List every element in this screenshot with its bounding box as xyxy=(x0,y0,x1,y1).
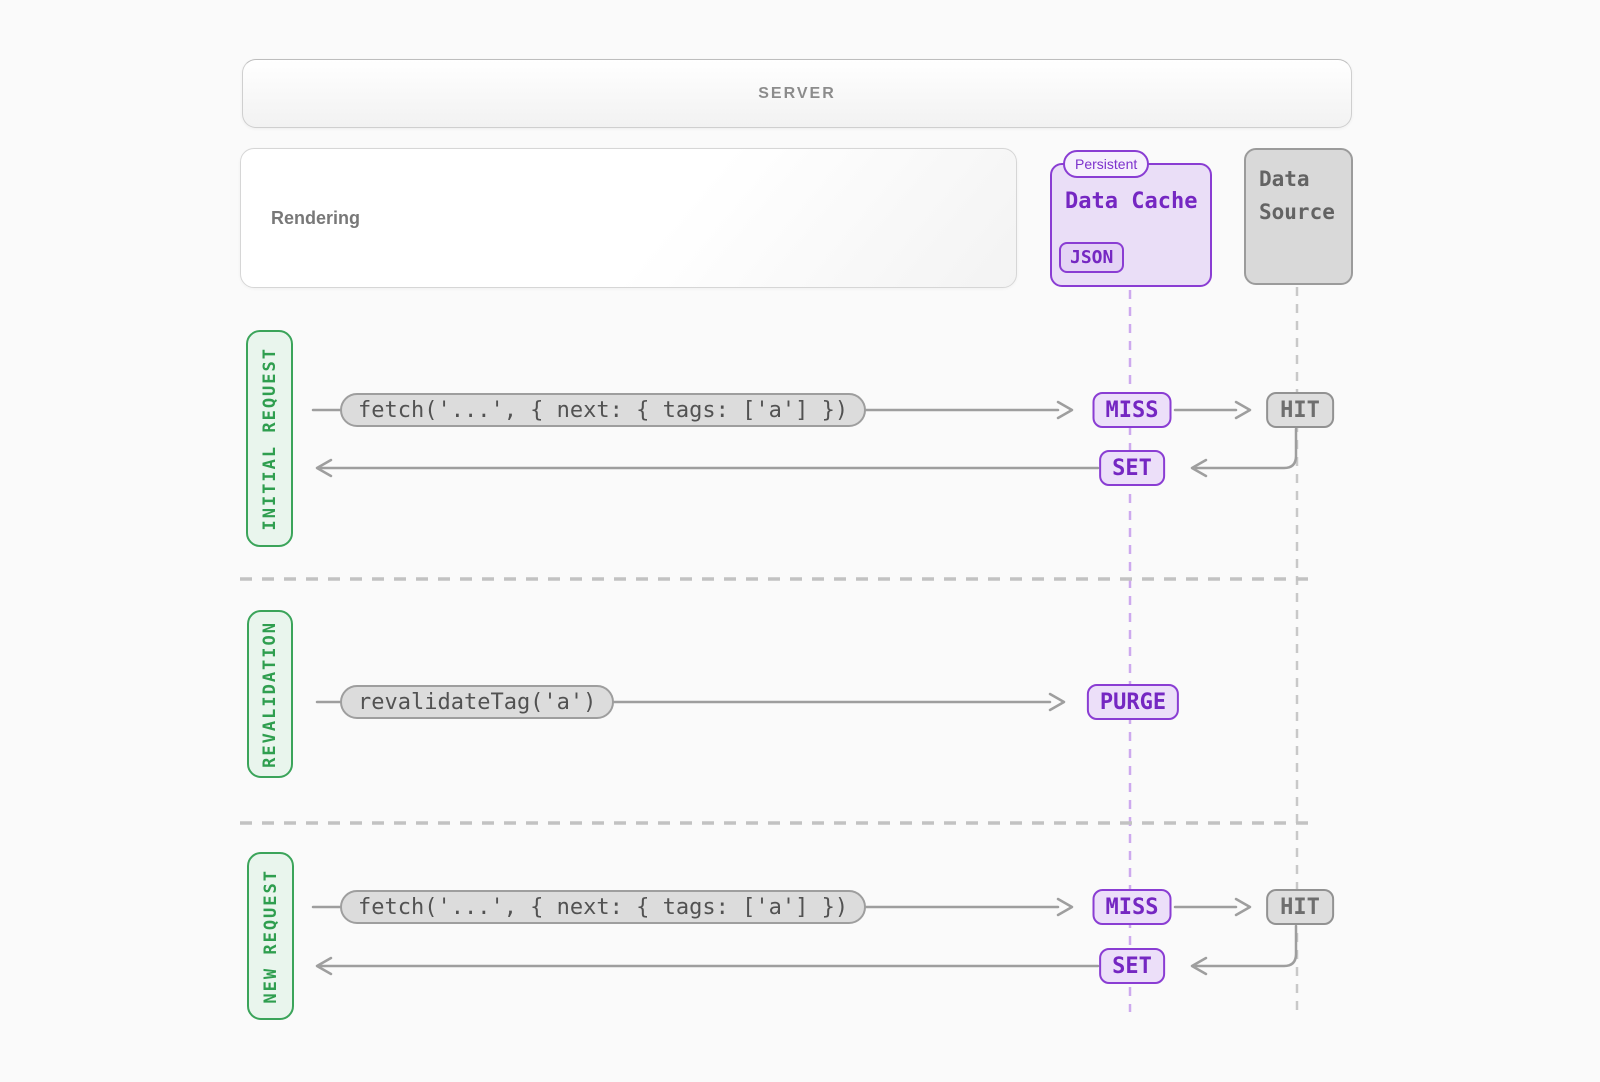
arrowhead xyxy=(1056,897,1074,917)
cache-set-pill: SET xyxy=(1099,450,1165,486)
section-label-new-request: NEW REQUEST xyxy=(247,852,294,1020)
data-source-box: Data Source xyxy=(1244,148,1353,285)
arrowhead xyxy=(1234,400,1252,420)
json-chip-label: JSON xyxy=(1070,247,1114,268)
arrowhead xyxy=(1190,956,1208,976)
data-cache-title: Data Cache xyxy=(1065,189,1198,214)
cache-miss-pill: MISS xyxy=(1092,392,1172,428)
data-source-label: Data Source xyxy=(1259,167,1335,224)
source-hit-pill: HIT xyxy=(1266,889,1334,925)
fetch-request-pill: fetch('...', { next: { tags: ['a'] }) xyxy=(340,393,867,427)
source-hit-pill: HIT xyxy=(1266,392,1334,428)
persistent-badge: Persistent xyxy=(1063,150,1150,178)
cache-purge-pill: PURGE xyxy=(1086,684,1180,720)
arrowhead xyxy=(1190,458,1208,478)
server-box: SERVER xyxy=(242,59,1352,128)
section-label-initial-request: INITIAL REQUEST xyxy=(246,330,293,547)
arrowhead xyxy=(1234,897,1252,917)
rendering-label: Rendering xyxy=(271,207,361,228)
rendering-box: Rendering xyxy=(240,148,1017,288)
arrowhead xyxy=(315,458,333,478)
arrowhead xyxy=(1048,692,1066,712)
persistent-badge-label: Persistent xyxy=(1075,156,1138,172)
fetch-request-pill: fetch('...', { next: { tags: ['a'] }) xyxy=(340,890,867,924)
json-chip: JSON xyxy=(1059,242,1125,273)
section-label-revalidation: REVALIDATION xyxy=(247,610,293,778)
arrowhead xyxy=(315,956,333,976)
cache-miss-pill: MISS xyxy=(1092,889,1172,925)
arrowhead xyxy=(1056,400,1074,420)
server-label: SERVER xyxy=(758,84,836,102)
cache-set-pill: SET xyxy=(1099,948,1165,984)
revalidate-tag-pill: revalidateTag('a') xyxy=(340,685,615,719)
arrow-hit-to-set xyxy=(1194,924,1298,968)
arrow-hit-to-set xyxy=(1194,427,1298,470)
